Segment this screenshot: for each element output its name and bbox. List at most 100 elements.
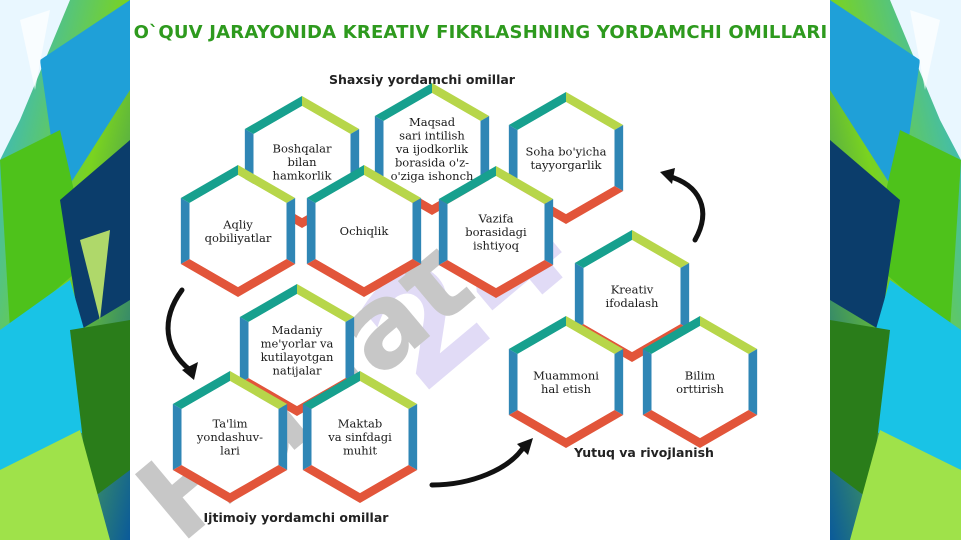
arrow-right-up xyxy=(665,173,706,243)
hexagon-border-segment xyxy=(566,92,624,130)
hexagon-border-segment xyxy=(496,260,554,298)
hexagon-label-line: Madaniy xyxy=(272,323,323,337)
hexagon-border-segment xyxy=(239,284,297,322)
hexagon-fill xyxy=(447,176,545,288)
hexagon-border-segment xyxy=(302,404,312,470)
hexagon-fill xyxy=(651,326,749,438)
hexagon-label-line: borasidagi xyxy=(465,225,527,239)
arrow-bottom-right xyxy=(429,442,528,488)
hexagon-label-line: Aqliy xyxy=(222,217,253,231)
hexagon-border-segment xyxy=(700,316,758,354)
hexagon-border-segment xyxy=(408,404,418,470)
hexagon-fill xyxy=(311,381,409,493)
hexagon-border-segment xyxy=(364,259,422,297)
hexagon-border-segment xyxy=(508,316,566,354)
hexagon-border-segment xyxy=(748,349,758,415)
hexagon-border-segment xyxy=(614,349,624,415)
hexagon-fill xyxy=(315,175,413,287)
hexagon-label-line: o'ziga ishonch xyxy=(391,169,474,183)
hexagon-border-segment xyxy=(278,404,288,470)
hexagon-label-line: hamkorlik xyxy=(273,169,333,183)
hexagon-ochiqlik: Ochiqlik xyxy=(306,165,422,297)
section-growth-label: Yutuq va rivojlanish xyxy=(573,445,714,460)
hexagon-border-segment xyxy=(180,165,238,203)
hexagon-border-segment xyxy=(544,199,554,265)
arrow-head-right xyxy=(660,168,675,184)
hexagon-label-line: muhit xyxy=(343,444,377,458)
hexagon-label-line: Boshqalar xyxy=(273,142,332,156)
arrow-head-bottom xyxy=(517,438,533,455)
hexagon-border-segment xyxy=(239,317,249,383)
hexagon-border-segment xyxy=(172,404,182,470)
hexagon-border-segment xyxy=(244,96,302,134)
hexagon-border-segment xyxy=(632,230,690,268)
hexagon-border-segment xyxy=(438,260,496,298)
hexagon-border-segment xyxy=(302,371,360,409)
hexagon-border-segment xyxy=(614,125,624,191)
hexagon-border-segment xyxy=(302,465,360,503)
hexagon-label-line: ifodalash xyxy=(606,296,660,310)
left-decor-panel xyxy=(0,0,130,540)
hexagon-fill xyxy=(189,175,287,287)
hexagon-label-line: bilan xyxy=(288,155,318,169)
flow-arrows xyxy=(165,173,706,488)
hexagon-border-segment xyxy=(360,465,418,503)
arrow-head-left xyxy=(182,362,198,380)
hexagon-border-segment xyxy=(297,284,355,322)
hexagon-border-segment xyxy=(230,371,288,409)
hexagon-label-line: tayyorgarlik xyxy=(531,158,603,172)
hexagon-label-line: yondashuv- xyxy=(196,430,263,444)
hexagon-label-line: lari xyxy=(220,444,240,458)
hexagon-border-segment xyxy=(508,92,566,130)
hexagon-border-segment xyxy=(180,198,190,264)
hexagon-border-segment xyxy=(306,198,316,264)
hexagon-diagram: 24 Hujjat BoshqalarbilanhamkorlikMaqsads… xyxy=(113,72,758,544)
hexagon-label-line: Ta'lim xyxy=(212,417,247,431)
hexagon-label-line: sari intilish xyxy=(399,129,465,143)
hexagon-border-segment xyxy=(496,166,554,204)
hexagon-border-segment xyxy=(642,316,700,354)
diagram-area: 24 Hujjat BoshqalarbilanhamkorlikMaqsads… xyxy=(113,55,830,544)
hexagon-label-line: Maqsad xyxy=(409,115,456,129)
hexagon-label-line: hal etish xyxy=(541,382,592,396)
hexagon-border-segment xyxy=(230,465,288,503)
hexagon-label-line: va sinfdagi xyxy=(327,430,392,444)
hexagon-border-segment xyxy=(574,263,584,329)
hexagon-border-segment xyxy=(412,198,422,264)
hexagon-label-line: Maktab xyxy=(338,417,382,431)
hexagon-border-segment xyxy=(360,371,418,409)
hexagon-fill xyxy=(517,102,615,214)
hexagon-fill xyxy=(181,381,279,493)
hexagon-fill xyxy=(248,294,346,406)
hexagon-border-segment xyxy=(238,259,296,297)
hexagon-border-segment xyxy=(286,198,296,264)
hexagon-label-line: Kreativ xyxy=(611,282,654,296)
hexagon-label-line: natijalar xyxy=(272,363,322,377)
hexagon-border-segment xyxy=(374,83,432,121)
hexagon-border-segment xyxy=(302,96,360,134)
hexagon-label-line: Ochiqlik xyxy=(340,224,390,238)
hexagon-border-segment xyxy=(480,116,490,182)
hexagon-border-segment xyxy=(364,165,422,203)
hexagon-border-segment xyxy=(680,263,690,329)
hexagon-border-segment xyxy=(306,259,364,297)
hexagon-border-segment xyxy=(508,410,566,448)
hexagon-label-line: Vazifa xyxy=(478,212,514,226)
hexagon-fill xyxy=(583,240,681,352)
hexagon-border-segment xyxy=(180,259,238,297)
hexagon-label-line: Bilim xyxy=(685,368,715,382)
hexagon-border-segment xyxy=(642,410,700,448)
hexagon-label-line: qobiliyatlar xyxy=(205,231,272,245)
arrow-left-down xyxy=(165,287,193,373)
hexagon-border-segment xyxy=(508,125,518,191)
hexagon-border-segment xyxy=(438,166,496,204)
hexagon-border-segment xyxy=(566,410,624,448)
hexagon-border-segment xyxy=(345,317,355,383)
